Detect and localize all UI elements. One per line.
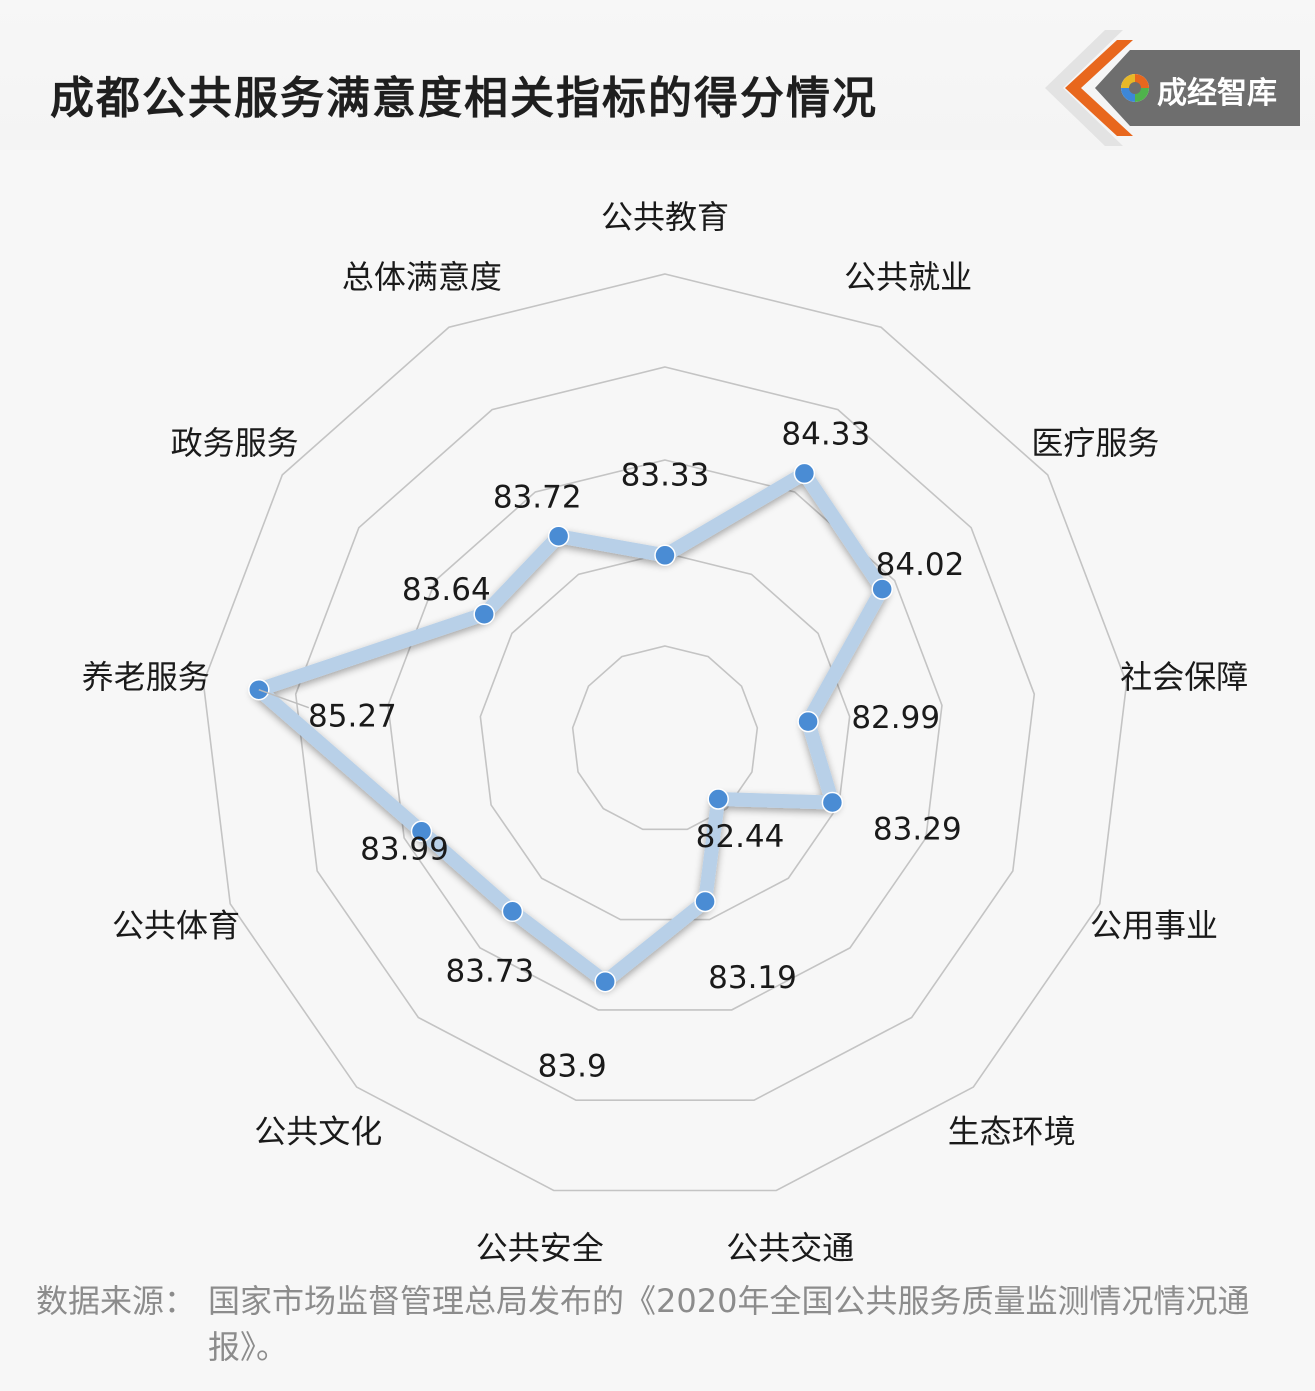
series-line: [251, 466, 890, 989]
logo-chevron-icon: [1045, 30, 1300, 146]
chart-title: 成都公共服务满意度相关指标的得分情况: [50, 73, 878, 124]
grid-ring-5: [202, 273, 1128, 1192]
grid-ring-3: [387, 459, 943, 1011]
axis-label-9: 公共体育: [112, 907, 240, 945]
data-point-0: [654, 544, 676, 567]
leader-line: [258, 688, 310, 709]
source-text: 国家市场监督管理总局发布的《2020年全国公共服务质量监测情况情况通报》。: [208, 1282, 1250, 1366]
data-label-3: 82.99: [851, 700, 940, 736]
axis-label-5: 生态环境: [948, 1113, 1076, 1151]
axis-label-7: 公共安全: [476, 1229, 604, 1267]
axis-label-3: 社会保障: [1120, 658, 1248, 696]
axis-label-2: 医疗服务: [1031, 424, 1159, 462]
axis-label-4: 公用事业: [1090, 907, 1218, 945]
data-label-1: 84.33: [781, 417, 870, 453]
grid-ring-4: [294, 366, 1036, 1101]
axis-label-12: 总体满意度: [342, 258, 502, 296]
axis-label-6: 公共交通: [726, 1229, 854, 1267]
data-point-6: [694, 890, 716, 913]
axis-label-1: 公共就业: [844, 258, 972, 296]
data-label-9: 83.99: [360, 832, 449, 868]
data-point-5: [707, 788, 729, 810]
data-point-12: [547, 525, 570, 547]
axis-label-10: 养老服务: [82, 658, 210, 696]
axis-label-8: 公共文化: [254, 1113, 382, 1151]
data-point-9: [410, 820, 433, 843]
data-label-8: 83.73: [446, 954, 535, 990]
source-label: 数据来源：: [36, 1282, 197, 1320]
data-point-1: [793, 462, 816, 485]
data-point-11: [473, 603, 495, 625]
data-label-2: 84.02: [876, 547, 965, 583]
axis-label-0: 公共教育: [601, 198, 729, 236]
data-label-4: 83.29: [873, 812, 962, 848]
data-label-10: 85.27: [308, 699, 397, 735]
data-point-8: [501, 900, 524, 923]
data-label-6: 83.19: [708, 960, 797, 996]
data-point-3: [797, 710, 819, 733]
logo-text: 成经智库: [1157, 76, 1277, 111]
data-point-7: [594, 970, 616, 993]
source-note: 数据来源： 国家市场监督管理总局发布的《2020年全国公共服务质量监测情况情况通…: [36, 1278, 1276, 1370]
data-label-7: 83.9: [538, 1048, 607, 1084]
data-label-11: 83.64: [402, 572, 491, 608]
data-point-4: [821, 791, 844, 814]
grid-ring-2: [479, 552, 851, 921]
axis-label-11: 政务服务: [171, 424, 299, 462]
data-label-0: 83.33: [621, 457, 710, 493]
brand-logo: 成经智库: [1045, 30, 1315, 150]
data-point-2: [871, 578, 893, 600]
grid-ring-1: [571, 645, 759, 831]
data-label-5: 82.44: [696, 819, 785, 855]
data-label-12: 83.72: [493, 480, 582, 516]
